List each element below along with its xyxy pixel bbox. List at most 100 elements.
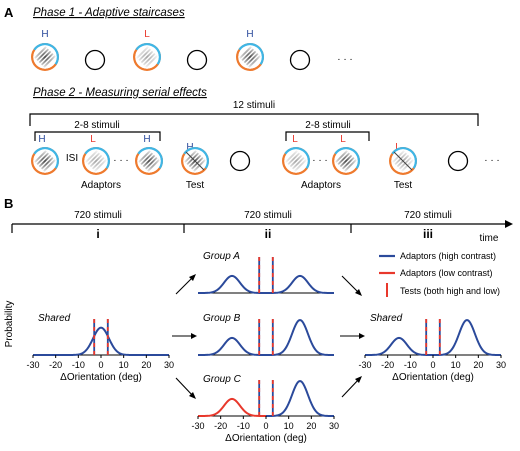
trial-letter: L [395, 142, 401, 153]
x-tick-label: 20 [141, 360, 151, 370]
arrow-from-group-c [341, 377, 361, 398]
gabor-stimulus [82, 147, 110, 175]
x-tick-label: 30 [164, 360, 174, 370]
x-tick-label: -20 [381, 360, 394, 370]
ellipsis: · · · [337, 54, 353, 65]
trial-letter: H [38, 134, 45, 145]
trial-letter: L [144, 29, 150, 40]
cue-circle [84, 49, 106, 71]
phase2-brackets [29, 113, 479, 141]
trial-letter: L [90, 134, 96, 145]
x-tick-label: -10 [237, 421, 250, 431]
gabor-stimulus [31, 146, 60, 175]
numeral-i: i [96, 227, 99, 241]
plot-title: Group B [203, 313, 241, 324]
trial-letter: H [143, 134, 150, 145]
legend-label-high: Adaptors (high contrast) [400, 251, 496, 261]
bracket-12-stimuli [29, 113, 479, 126]
x-tick-label: -10 [72, 360, 85, 370]
distribution-curve-right [432, 318, 502, 356]
timeline [11, 220, 513, 233]
phase1-sequence: H L H · · · [31, 29, 353, 71]
x-tick-label: 30 [496, 360, 506, 370]
distribution-curve-left [197, 336, 267, 356]
x-tick-label: 20 [306, 421, 316, 431]
x-tick-label: 10 [284, 421, 294, 431]
x-tick-label: 20 [473, 360, 483, 370]
x-tick-label: -30 [26, 360, 39, 370]
adaptors-label-left: Adaptors [81, 180, 121, 191]
distribution-curve-left [364, 336, 434, 356]
trial-letter: H [246, 29, 253, 40]
x-tick-label: 0 [263, 421, 268, 431]
x-tick-label: -30 [358, 360, 371, 370]
x-tick-label: 30 [329, 421, 339, 431]
bracket-2-8-left [34, 131, 161, 141]
distribution-plot: Group A [197, 251, 335, 294]
gabor-stimulus [389, 147, 417, 175]
plot-title: Shared [370, 313, 403, 324]
segment-label-2: 720 stimuli [244, 210, 292, 221]
x-tick-label: 0 [98, 360, 103, 370]
ellipsis: · · · [312, 155, 328, 166]
trial-letter: L [340, 134, 346, 145]
adaptors-label-right: Adaptors [301, 180, 341, 191]
gabor-stimulus [282, 147, 310, 175]
span-2-8-right-label: 2-8 stimuli [305, 120, 351, 131]
flow-arrows [172, 275, 361, 398]
test-label-right: Test [394, 180, 413, 191]
arrow-to-group-c [175, 377, 195, 398]
x-axis-label: ΔOrientation (deg) [60, 372, 142, 383]
phase2-title: Phase 2 - Measuring serial effects [33, 87, 207, 99]
timeline-arrowhead [505, 220, 513, 228]
gabor-stimulus [332, 147, 360, 175]
cue-circle [186, 49, 208, 71]
legend-label-low: Adaptors (low contrast) [400, 268, 493, 278]
x-tick-label: -10 [404, 360, 417, 370]
distribution-curve [33, 326, 169, 356]
trial-letter: H [41, 29, 48, 40]
phase2-sequence: H L · · · H H L · · · L L · · · [31, 134, 500, 175]
x-axis-label: ΔOrientation (deg) [225, 433, 307, 444]
y-axis-label: Probability [4, 301, 15, 348]
segment-label-1: 720 stimuli [74, 210, 122, 221]
plot-title: Shared [38, 313, 71, 324]
panel-label-b: B [4, 196, 13, 211]
distribution-plot: Group B [197, 313, 335, 356]
x-tick-label: -20 [214, 421, 227, 431]
legend-label-tests: Tests (both high and low) [400, 286, 500, 296]
gabor-stimulus [181, 147, 209, 175]
distribution-curve-left [197, 397, 267, 417]
isi-label: ISI [66, 153, 78, 164]
cue-circle [447, 150, 469, 172]
x-tick-label: -20 [49, 360, 62, 370]
ellipsis: · · · [484, 155, 500, 166]
distribution-curve-right [265, 274, 335, 294]
gabor-stimulus [31, 43, 59, 71]
x-tick-label: 0 [430, 360, 435, 370]
ellipsis: · · · [113, 155, 129, 166]
trial-letter: H [186, 142, 193, 153]
distribution-curve-right [265, 318, 335, 356]
cue-circle [229, 150, 251, 172]
bracket-2-8-right [285, 131, 370, 141]
x-tick-label: -30 [191, 421, 204, 431]
gabor-stimulus [133, 43, 161, 71]
plot-title: Group C [203, 374, 242, 385]
trial-letter: L [292, 134, 298, 145]
x-tick-label: 10 [451, 360, 461, 370]
flow-arrowheads [189, 274, 365, 399]
legend: Adaptors (high contrast) Adaptors (low c… [379, 251, 500, 297]
numeral-ii: ii [265, 227, 272, 241]
panel-label-a: A [4, 5, 14, 20]
plot-title: Group A [203, 251, 240, 262]
gabor-stimulus [135, 147, 163, 175]
x-tick-label: 10 [119, 360, 129, 370]
segment-label-3: 720 stimuli [404, 210, 452, 221]
distribution-curve-right [265, 379, 335, 417]
